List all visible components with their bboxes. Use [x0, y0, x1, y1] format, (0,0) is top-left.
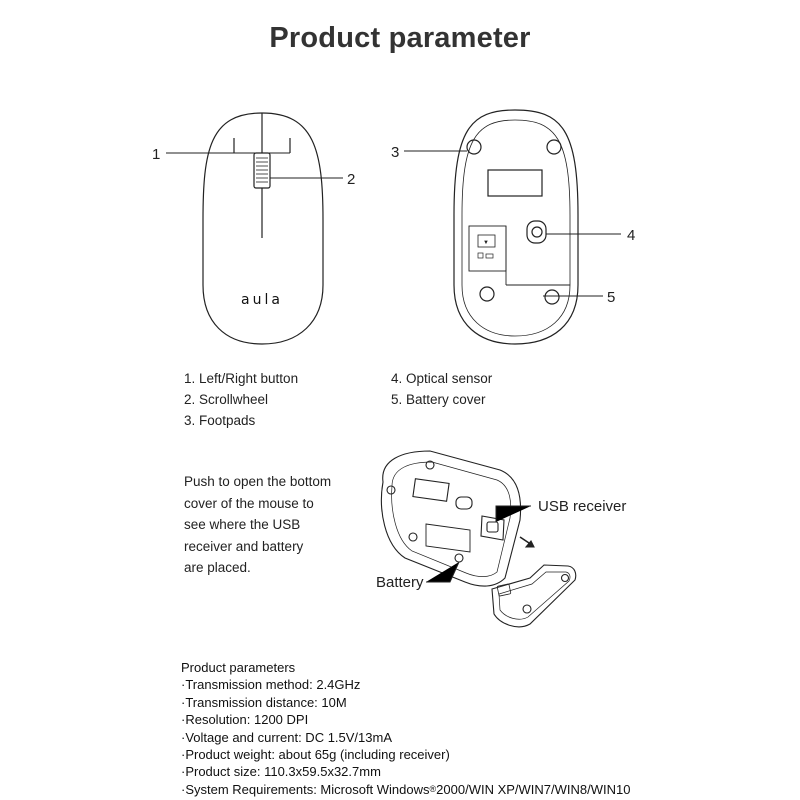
mouse-open-body: [380, 450, 522, 587]
legend-left: 1. Left/Right button 2. Scrollwheel 3. F…: [184, 368, 298, 431]
battery-compartment: [468, 225, 507, 272]
instruction-line: cover of the mouse to: [184, 495, 314, 511]
instruction-line: are placed.: [184, 560, 251, 575]
usb-receiver: [486, 521, 499, 533]
open-battery: [454, 553, 464, 563]
spec-weight: ·Product weight: about 65g (including re…: [181, 747, 450, 763]
switch-arrow: ▼: [483, 240, 489, 246]
label-area: [487, 169, 543, 197]
callout-2: 2: [347, 171, 355, 188]
spec-voltage-current: ·Voltage and current: DC 1.5V/13mA: [181, 729, 393, 745]
page-title: Product parameter: [269, 22, 531, 54]
removed-cover: [491, 564, 577, 628]
callout-1: 1: [152, 146, 160, 163]
optical-sensor-housing: [526, 220, 547, 244]
callout-lines-open: [426, 505, 531, 583]
legend-right: 4. Optical sensor 5. Battery cover: [391, 368, 492, 410]
registered-mark: ®: [429, 783, 437, 794]
spec-resolution: ·Resolution: 1200 DPI: [181, 712, 309, 728]
power-switch: [477, 234, 496, 248]
callout-4: 4: [627, 227, 635, 244]
mouse-top-outline: [202, 112, 324, 345]
callout-usb-receiver: USB receiver: [538, 498, 626, 515]
callout-lines-top: [166, 152, 343, 179]
legend-item-battery-cover: 5. Battery cover: [391, 392, 486, 407]
instruction-line: see where the USB: [184, 517, 301, 532]
cover-switch: [496, 583, 512, 597]
instruction-line: Push to open the bottom: [184, 474, 332, 489]
specs-heading: Product parameters: [181, 660, 296, 675]
callout-battery: Battery: [376, 574, 424, 591]
mouse-top-view: [202, 112, 324, 345]
legend-item-left-right-button: 1. Left/Right button: [184, 371, 299, 386]
open-battery-bay: [425, 523, 471, 553]
push-arrow-head: [524, 540, 535, 548]
instruction-line: receiver and battery: [184, 538, 304, 554]
mouse-bottom-view: ▼: [453, 109, 579, 345]
open-footpad-3: [408, 532, 418, 542]
mouse-bottom-outline: [453, 109, 579, 345]
mouse-bottom-inner-outline: [461, 119, 571, 337]
optical-sensor-lens: [531, 226, 543, 238]
callout-5: 5: [607, 289, 615, 306]
spec-size: ·Product size: 110.3x59.5x32.7mm: [181, 764, 381, 780]
open-instructions: Push to open the bottom cover of the mou…: [184, 471, 344, 579]
product-parameters: Product parameters ·Transmission method:…: [181, 659, 630, 798]
legend-item-scrollwheel: 2. Scrollwheel: [184, 392, 269, 407]
cover-pad: [522, 604, 532, 614]
callout-lines-bottom: [404, 150, 621, 297]
footpad-bottom-right: [544, 289, 560, 305]
brand-logo: aula: [241, 292, 283, 308]
open-optical-sensor: [455, 496, 473, 510]
removed-cover-inner: [498, 571, 571, 620]
open-footpad-2: [425, 460, 435, 470]
mouse-open-inner-rim: [391, 461, 512, 577]
footpad-bottom-left: [479, 286, 495, 302]
switch-indicator-off: [485, 253, 494, 259]
legend-item-footpads: 3. Footpads: [184, 413, 256, 428]
mouse-open-view: [380, 450, 577, 628]
switch-indicator-on: [477, 252, 484, 259]
footpad-top-left: [466, 139, 482, 155]
spec-sysreq-suffix: 2000/WIN XP/WIN7/WIN8/WIN10: [436, 781, 631, 797]
callout-3: 3: [391, 144, 399, 161]
open-label-area: [412, 478, 450, 502]
legend-item-optical-sensor: 4. Optical sensor: [391, 371, 493, 386]
spec-system-requirements: ·System Requirements: Microsoft Windows®…: [181, 781, 630, 798]
footpad-top-right: [546, 139, 562, 155]
spec-transmission-method: ·Transmission method: 2.4GHz: [181, 677, 361, 693]
spec-transmission-distance: ·Transmission distance: 10M: [181, 694, 347, 710]
cover-pad-2: [560, 573, 570, 583]
scrollwheel-ridges: [256, 157, 268, 183]
open-footpad-1: [386, 485, 396, 495]
spec-sysreq-prefix: ·System Requirements: Microsoft Windows: [181, 781, 430, 797]
